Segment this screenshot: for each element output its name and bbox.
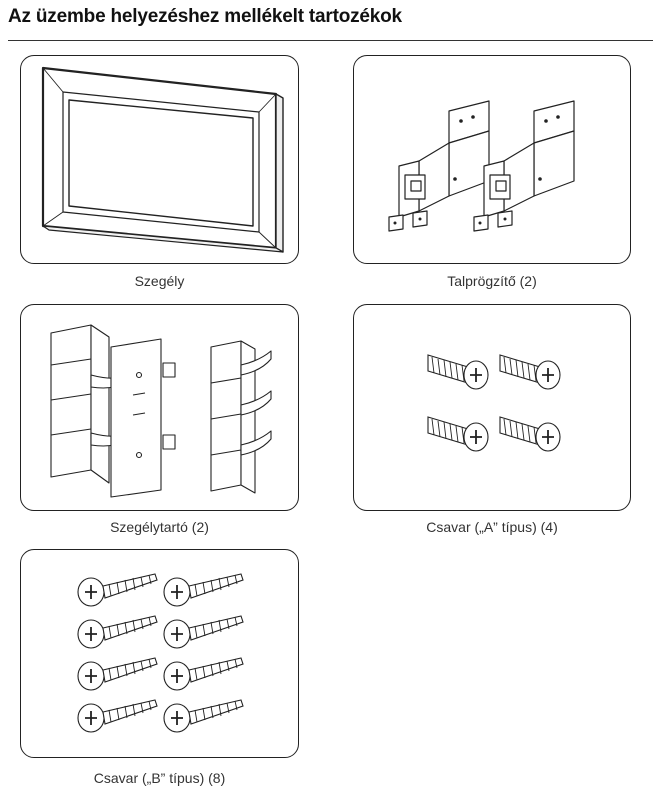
trim-frame-icon [41,66,284,253]
caption-screw-a: Csavar („A” típus) (4) [426,519,558,535]
title-divider [8,40,653,41]
caption-trim-holder: Szegélytartó (2) [110,519,209,535]
screw-type-b-icon [77,573,244,733]
trim-holder-icon [50,324,272,498]
page-title: Az üzembe helyezéshez mellékelt tartozék… [8,6,402,27]
caption-trim: Szegély [134,273,185,289]
accessory-panel-screw-b [20,549,299,758]
accessory-panel-trim [20,55,299,264]
accessory-panel-screw-a [353,304,631,511]
accessory-panel-foot-bracket [353,55,631,264]
screw-type-a-icon [427,354,561,452]
accessory-panel-trim-holder [20,304,299,511]
caption-screw-b: Csavar („B” típus) (8) [93,770,226,786]
caption-foot-bracket: Talprögzítő (2) [447,273,537,289]
foot-bracket-icon [388,100,575,232]
